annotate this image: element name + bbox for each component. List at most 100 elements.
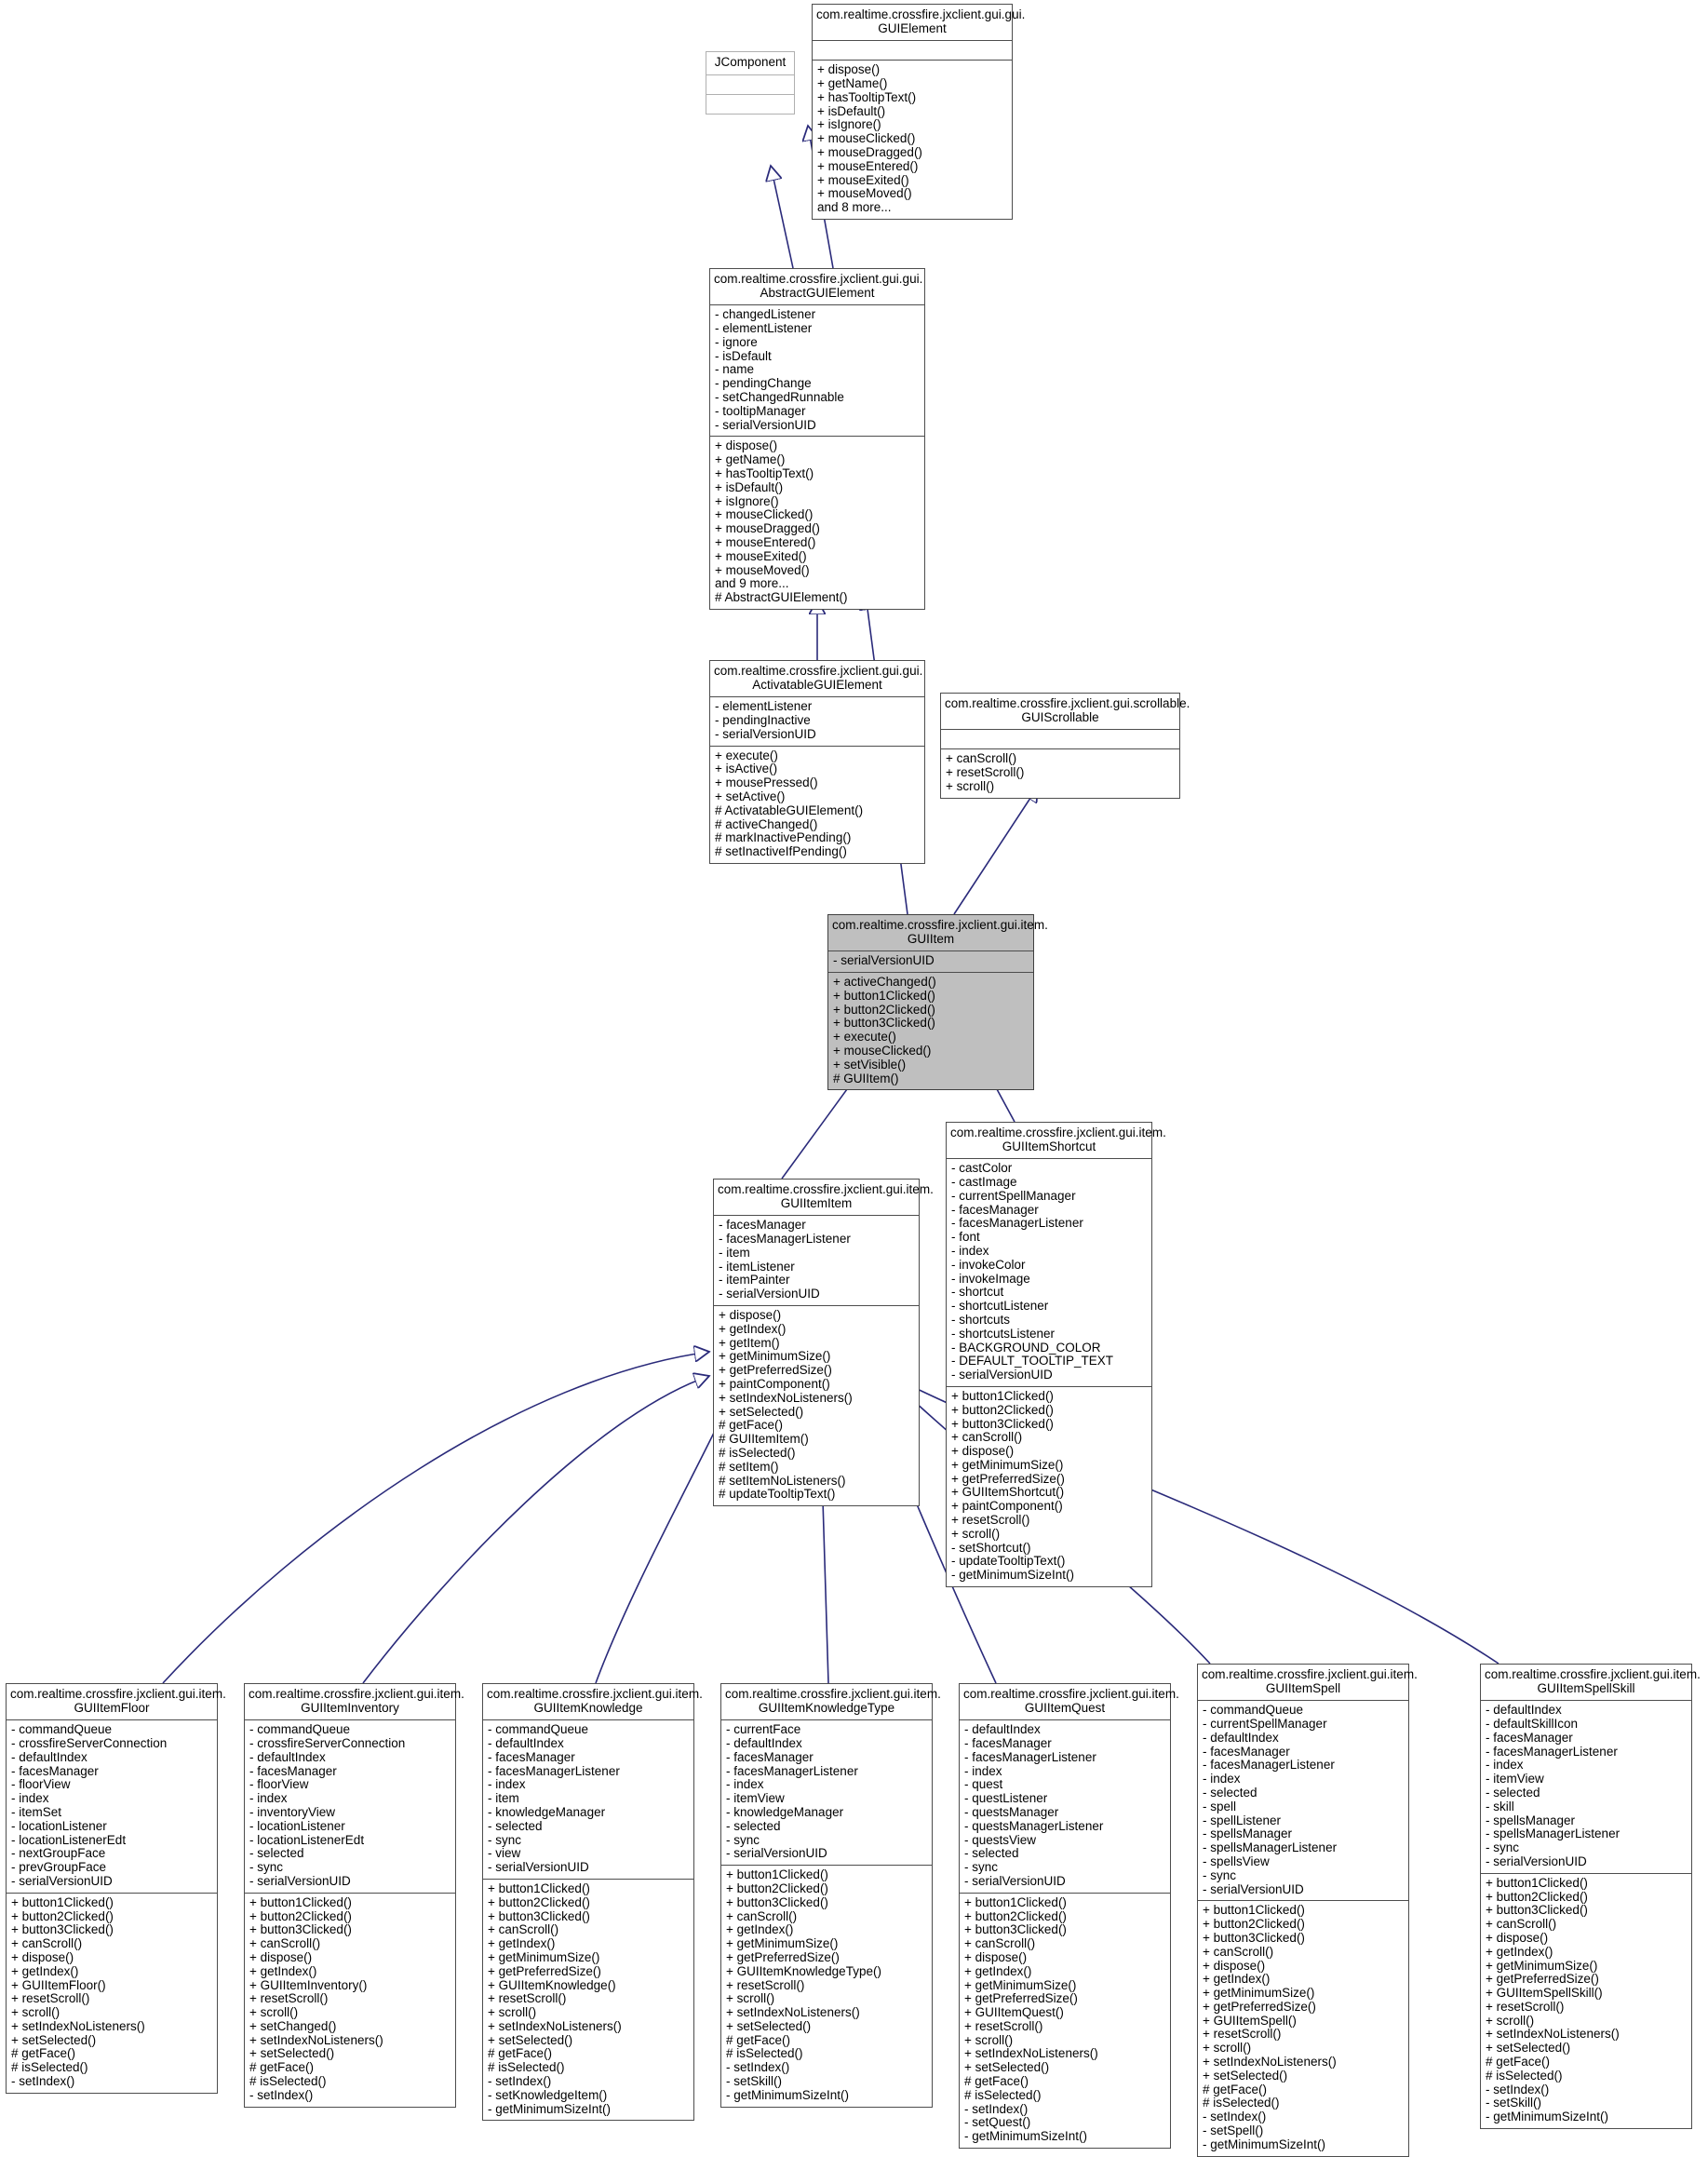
- class-node-attributes: - facesManager- facesManagerListener- it…: [714, 1216, 919, 1306]
- class-node-attributes: - defaultIndex- facesManager- facesManag…: [960, 1720, 1170, 1894]
- class-node-guiitemknowledge[interactable]: com.realtime.crossfire.jxclient.gui.item…: [482, 1683, 703, 2122]
- method-row: + execute(): [833, 1030, 896, 1045]
- method-row: + mouseExited(): [715, 548, 807, 563]
- class-node-guiitemspellskill[interactable]: com.realtime.crossfire.jxclient.gui.item…: [1480, 1664, 1701, 2130]
- method-row: + mouseDragged(): [817, 144, 922, 159]
- class-node-guiitemfloor[interactable]: com.realtime.crossfire.jxclient.gui.item…: [6, 1683, 226, 2094]
- method-row: + setIndexNoListeners(): [249, 2032, 383, 2047]
- method-row: + GUIItemKnowledgeType(): [726, 1963, 881, 1978]
- method-row: # AbstractGUIElement(): [715, 590, 848, 605]
- attribute-row: - selected: [1203, 1785, 1257, 1800]
- method-row: # getFace(): [719, 1418, 784, 1433]
- class-node-title: com.realtime.crossfire.jxclient.gui.gui.…: [813, 5, 1025, 42]
- method-row: - setSkill(): [1486, 2096, 1541, 2110]
- class-node-jcomponent[interactable]: JComponent: [706, 51, 795, 115]
- method-row: + getMinimumSize(): [719, 1349, 831, 1364]
- method-row: + resetScroll(): [726, 1977, 805, 1992]
- class-node-attributes: [813, 41, 1012, 61]
- method-row: + button2Clicked(): [726, 1881, 828, 1895]
- method-row: + mouseEntered(): [715, 534, 816, 549]
- method-row: + getPreferredSize(): [1203, 1999, 1316, 2014]
- method-row: # getFace(): [1203, 2082, 1268, 2096]
- method-row: - getMinimumSizeInt(): [964, 2129, 1088, 2144]
- class-node-guiitem[interactable]: com.realtime.crossfire.jxclient.gui.item…: [827, 914, 1048, 1091]
- edge-guiitemfloor-guiitemitem: [162, 1352, 709, 1684]
- attribute-row: - itemSet: [11, 1804, 62, 1819]
- class-node-title: com.realtime.crossfire.jxclient.gui.item…: [960, 1684, 1179, 1721]
- method-row: + GUIItemFloor(): [11, 1977, 106, 1992]
- attribute-row: - serialVersionUID: [833, 953, 935, 968]
- class-node-abstractguielement[interactable]: com.realtime.crossfire.jxclient.gui.gui.…: [709, 268, 925, 610]
- class-node-guiitemknowledgetype[interactable]: com.realtime.crossfire.jxclient.gui.item…: [720, 1683, 941, 2108]
- attribute-row: - spell: [1203, 1799, 1237, 1813]
- method-row: # getFace(): [488, 2046, 553, 2061]
- method-row: + setIndexNoListeners(): [719, 1390, 853, 1405]
- attribute-row: - serialVersionUID: [726, 1846, 827, 1861]
- class-node-methods: + canScroll()+ resetScroll()+ scroll(): [941, 749, 1179, 797]
- method-row: + getIndex(): [1203, 1972, 1271, 1987]
- class-node-guiitemspell[interactable]: com.realtime.crossfire.jxclient.gui.item…: [1197, 1664, 1418, 2157]
- class-node-methods: + dispose()+ getName()+ hasTooltipText()…: [710, 437, 924, 609]
- class-node-activatableguielement[interactable]: com.realtime.crossfire.jxclient.gui.gui.…: [709, 660, 925, 864]
- method-row: and 9 more...: [715, 576, 789, 591]
- attribute-row: - quest: [964, 1777, 1003, 1792]
- class-node-methods: + execute()+ isActive()+ mousePressed()+…: [710, 747, 924, 863]
- attribute-row: - selected: [964, 1846, 1019, 1861]
- class-node-title: com.realtime.crossfire.jxclient.gui.item…: [245, 1684, 464, 1721]
- method-row: + mouseEntered(): [817, 158, 919, 173]
- attribute-row: - spellsManagerListener: [1486, 1827, 1621, 1841]
- method-row: + setChanged(): [249, 2018, 337, 2033]
- class-node-guiscrollable[interactable]: com.realtime.crossfire.jxclient.gui.scro…: [940, 693, 1190, 799]
- class-node-guielement[interactable]: com.realtime.crossfire.jxclient.gui.gui.…: [812, 4, 1025, 220]
- method-row: + hasTooltipText(): [817, 89, 917, 104]
- attribute-row: - defaultIndex: [1486, 1703, 1562, 1718]
- attribute-row: - DEFAULT_TOOLTIP_TEXT: [951, 1354, 1114, 1368]
- attribute-row: - shortcutListener: [951, 1299, 1049, 1314]
- attribute-row: - crossfireServerConnection: [249, 1735, 406, 1750]
- method-row: # isSelected(): [249, 2074, 327, 2089]
- attribute-row: - index: [964, 1763, 1002, 1778]
- method-row: + setSelected(): [726, 2018, 812, 2033]
- attribute-row: - questsManagerListener: [964, 1818, 1104, 1833]
- method-row: + dispose(): [951, 1444, 1015, 1459]
- attribute-row: - item: [488, 1791, 519, 1806]
- attribute-row: - itemListener: [719, 1259, 795, 1274]
- method-row: - getMinimumSizeInt(): [1203, 2137, 1326, 2151]
- method-row: + getName(): [817, 75, 888, 90]
- method-row: + button3Clicked(): [249, 1922, 352, 1937]
- attribute-row: - defaultIndex: [488, 1735, 564, 1750]
- method-row: - setSkill(): [726, 2074, 782, 2089]
- method-row: + getPreferredSize(): [964, 1991, 1078, 2006]
- attribute-row: - spellsView: [1203, 1854, 1270, 1868]
- attribute-row: - facesManagerListener: [1486, 1744, 1618, 1759]
- method-row: + resetScroll(): [488, 1991, 567, 2006]
- attribute-row: - changedListener: [715, 307, 816, 322]
- class-node-guiitemquest[interactable]: com.realtime.crossfire.jxclient.gui.item…: [959, 1683, 1179, 2150]
- attribute-row: - shortcut: [951, 1285, 1004, 1300]
- method-row: + getMinimumSize(): [1486, 1958, 1598, 1973]
- attribute-row: - facesManager: [11, 1763, 99, 1778]
- method-row: - getMinimumSizeInt(): [726, 2087, 850, 2102]
- attribute-row: - floorView: [249, 1777, 309, 1792]
- class-node-guiitemshortcut[interactable]: com.realtime.crossfire.jxclient.gui.item…: [946, 1122, 1166, 1588]
- method-row: - setIndex(): [964, 2101, 1029, 2116]
- class-node-title: com.realtime.crossfire.jxclient.gui.gui.…: [710, 661, 924, 698]
- method-row: + mouseClicked(): [833, 1043, 932, 1058]
- attribute-row: - castColor: [951, 1161, 1013, 1176]
- method-row: # GUIItemItem(): [719, 1432, 809, 1447]
- method-row: + mouseMoved(): [817, 186, 912, 201]
- attribute-row: - isDefault: [715, 348, 772, 363]
- method-row: + getIndex(): [1486, 1944, 1553, 1959]
- method-row: + getPreferredSize(): [726, 1949, 840, 1964]
- class-node-attributes: - commandQueue- crossfireServerConnectio…: [7, 1720, 217, 1894]
- class-node-title: com.realtime.crossfire.jxclient.gui.scro…: [941, 694, 1190, 731]
- attribute-row: - defaultIndex: [964, 1722, 1041, 1737]
- method-row: - updateTooltipText(): [951, 1554, 1066, 1569]
- class-node-guiitemitem[interactable]: com.realtime.crossfire.jxclient.gui.item…: [713, 1179, 934, 1507]
- method-row: + getMinimumSize(): [964, 1977, 1077, 1992]
- attribute-row: - ignore: [715, 334, 758, 349]
- method-row: + getMinimumSize(): [951, 1457, 1064, 1472]
- class-node-guiiteminventory[interactable]: com.realtime.crossfire.jxclient.gui.item…: [244, 1683, 464, 2108]
- class-node-attributes: [941, 730, 1179, 750]
